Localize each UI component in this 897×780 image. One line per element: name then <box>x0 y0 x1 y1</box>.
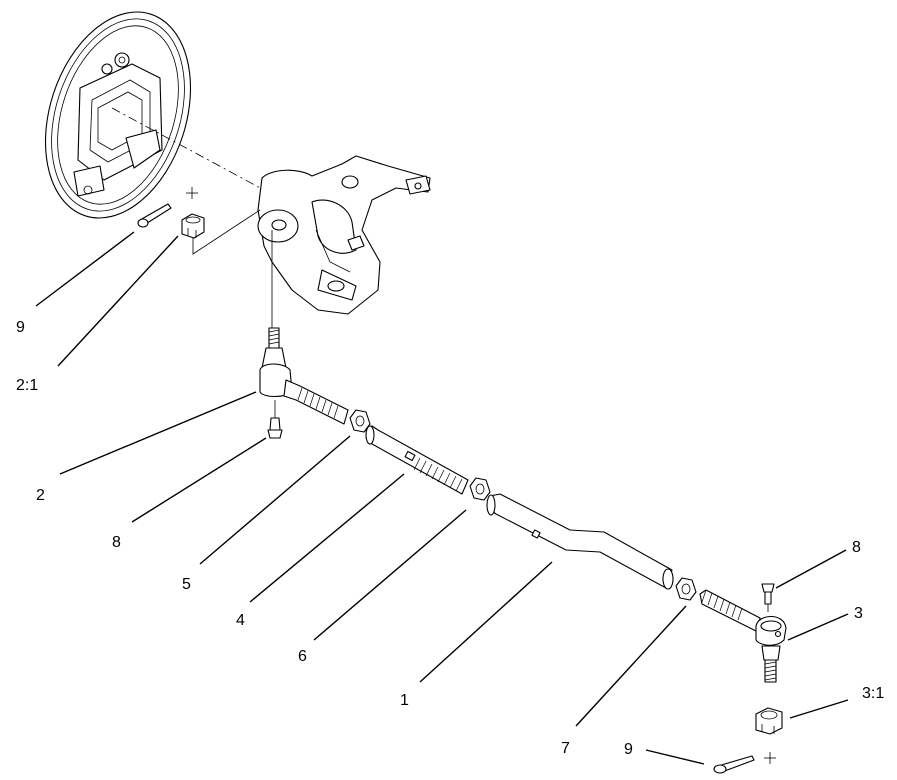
grease-fitting-left <box>267 400 283 439</box>
jam-nut-right <box>675 577 697 601</box>
callout-9-bottom: 9 <box>624 741 633 758</box>
leader-lines <box>35 231 849 765</box>
cotter-pin-bottom <box>713 755 755 774</box>
callout-6: 6 <box>298 648 307 665</box>
castle-nut-right <box>755 707 783 735</box>
callout-2-1: 2:1 <box>16 377 38 394</box>
castle-nut-top <box>181 209 261 255</box>
callout-labels: 9 2:1 2 8 5 4 6 1 7 9 8 3 3:1 <box>16 319 884 758</box>
jam-nut-middle <box>469 477 491 501</box>
callout-5: 5 <box>182 576 191 593</box>
callout-8-right: 8 <box>852 539 861 556</box>
tie-rod-tube <box>486 493 674 590</box>
callout-2: 2 <box>36 487 45 504</box>
cotter-pin-top <box>137 203 172 228</box>
adjusting-rod <box>365 425 469 495</box>
callout-1: 1 <box>400 692 409 709</box>
reference-cross-top <box>186 187 198 199</box>
callout-3: 3 <box>854 605 863 622</box>
callout-7: 7 <box>561 740 570 757</box>
jam-nut-left <box>349 409 371 433</box>
callout-4: 4 <box>236 612 245 629</box>
reference-cross-bottom <box>764 752 776 764</box>
grease-fitting-right <box>761 583 775 612</box>
tie-rod-end-left <box>259 327 349 425</box>
callout-8-left: 8 <box>112 534 121 551</box>
steering-knuckle <box>257 155 431 330</box>
brake-backing-plate <box>44 11 265 219</box>
callout-3-1: 3:1 <box>862 685 884 702</box>
tie-rod-end-right <box>699 589 787 683</box>
callout-9-top: 9 <box>16 319 25 336</box>
